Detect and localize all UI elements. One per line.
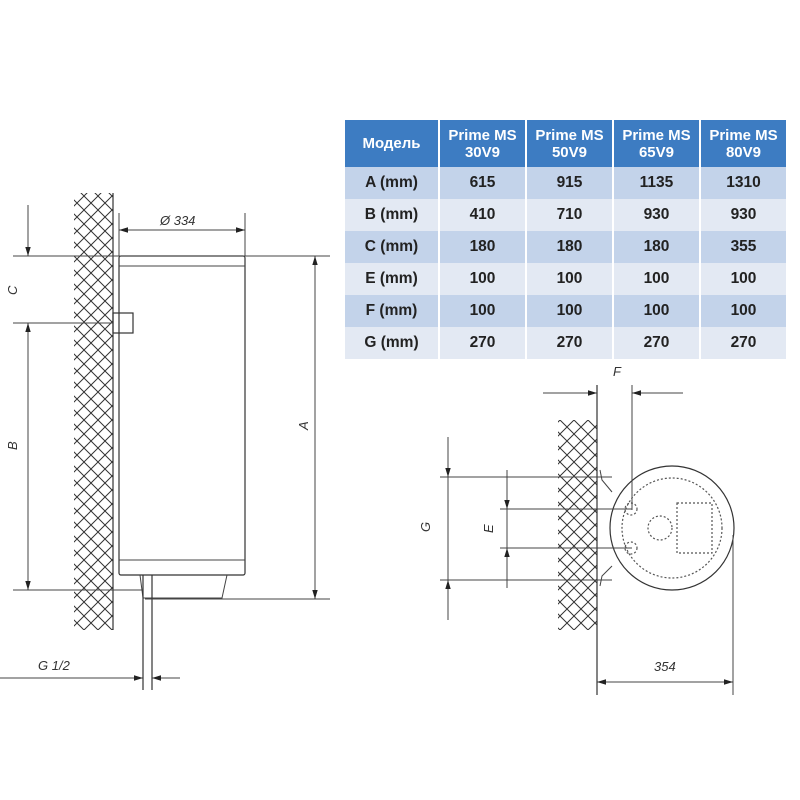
table-cell: 915 — [526, 167, 614, 199]
table-cell: 100 — [700, 263, 786, 295]
table-cell: 100 — [439, 263, 527, 295]
table-cell: 270 — [439, 327, 527, 359]
tank-body — [118, 255, 246, 576]
table-cell: 100 — [439, 295, 527, 327]
row-label: G (mm) — [345, 327, 440, 359]
tank-circle — [609, 465, 735, 591]
table-cell: 1135 — [613, 167, 701, 199]
bottom-outlet — [139, 574, 228, 599]
header-model: Модель — [345, 120, 440, 167]
pipe-label: G 1/2 — [38, 658, 71, 673]
side-view: Ø 334 C B A G 1/2 — [0, 193, 330, 690]
table-cell: 100 — [613, 295, 701, 327]
table-cell: 180 — [439, 231, 527, 263]
mount-bracket — [112, 312, 134, 334]
table-cell: 100 — [526, 295, 614, 327]
header-text: Prime MS — [535, 126, 604, 144]
dim-a-label: A — [296, 421, 311, 431]
row-label: F (mm) — [345, 295, 440, 327]
header-text: Prime MS — [448, 126, 517, 144]
header-text: 30V9 — [464, 143, 501, 161]
table-cell: 710 — [526, 199, 614, 231]
dim-f-label: F — [613, 364, 622, 379]
table-cell: 615 — [439, 167, 527, 199]
header-text: Модель — [362, 135, 421, 152]
dim-e-label: E — [481, 524, 496, 533]
header-text: Prime MS — [622, 126, 691, 144]
dim-b-label: B — [5, 441, 20, 450]
table-cell: 100 — [613, 263, 701, 295]
header-text: 65V9 — [638, 143, 675, 161]
diameter-label: Ø 334 — [159, 213, 195, 228]
row-label: E (mm) — [345, 263, 440, 295]
header-text: 50V9 — [551, 143, 588, 161]
header-text: Prime MS — [709, 126, 778, 144]
table-cell: 930 — [700, 199, 786, 231]
row-label: C (mm) — [345, 231, 440, 263]
table-cell: 355 — [700, 231, 786, 263]
wall-hatch-top — [558, 420, 597, 630]
header-text: 80V9 — [725, 143, 762, 161]
top-view: F G E 354 — [418, 364, 735, 695]
dim-g-label: G — [418, 522, 433, 532]
table-cell: 270 — [526, 327, 614, 359]
wall-hatch — [74, 193, 113, 630]
dim-c-label: C — [5, 285, 20, 295]
table-cell: 1310 — [700, 167, 786, 199]
depth-label: 354 — [654, 659, 676, 674]
table-cell: 930 — [613, 199, 701, 231]
table-cell: 180 — [526, 231, 614, 263]
table-cell: 100 — [700, 295, 786, 327]
table-cell: 180 — [613, 231, 701, 263]
table-cell: 270 — [613, 327, 701, 359]
row-label: A (mm) — [345, 167, 440, 199]
row-label: B (mm) — [345, 199, 440, 231]
table-cell: 100 — [526, 263, 614, 295]
table-cell: 270 — [700, 327, 786, 359]
table-cell: 410 — [439, 199, 527, 231]
